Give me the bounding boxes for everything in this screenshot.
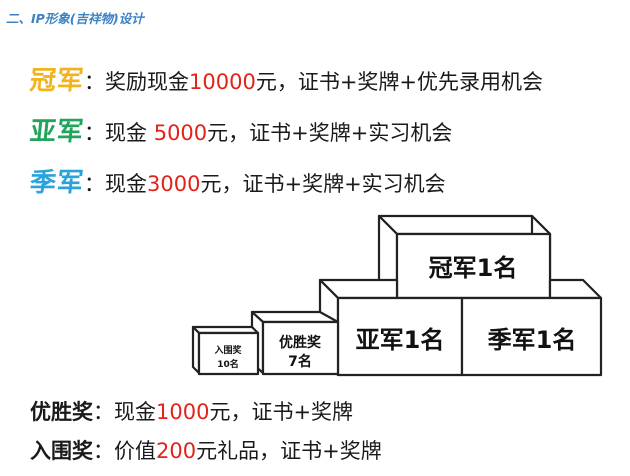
- prize-amount: 5000: [153, 121, 208, 145]
- prize-desc-before: 现金: [114, 400, 156, 424]
- prize-amount: 10000: [189, 70, 256, 94]
- prize-desc-after: 元，证书+奖牌+优先录用机会: [255, 70, 544, 94]
- podium-box-third: [460, 278, 603, 377]
- prize-desc-after: 元，证书+奖牌+实习机会: [200, 172, 446, 196]
- prize-desc-after: 元礼品，证书+奖牌: [196, 439, 382, 463]
- podium-label-finalist-count: 10名: [217, 358, 239, 370]
- podium-label-excellence: 优胜奖: [279, 334, 322, 351]
- colon: ：: [84, 70, 106, 94]
- prize-line-champion: 冠军：奖励现金10000元，证书+奖牌+优先录用机会: [28, 66, 544, 97]
- prize-line-third: 季军：现金3000元，证书+奖牌+实习机会: [28, 168, 446, 199]
- podium-box-finalist: [191, 325, 260, 376]
- prize-desc-after: 元，证书+奖牌: [209, 400, 354, 424]
- podium-label-excellence-count: 7名: [288, 353, 312, 370]
- colon: ：: [93, 400, 114, 424]
- podium-box-excellence: [250, 310, 340, 376]
- prize-amount: 3000: [147, 172, 201, 196]
- prize-desc-before: 价值: [114, 439, 156, 463]
- prize-line-excellence: 优胜奖：现金1000元，证书+奖牌: [30, 397, 353, 427]
- rank-finalist: 入围奖: [30, 439, 93, 463]
- section-title: 二、IP形象(吉祥物)设计: [6, 11, 144, 26]
- prize-amount: 200: [156, 439, 197, 463]
- prize-desc-after: 元，证书+奖牌+实习机会: [207, 121, 453, 145]
- podium-label-runner-up: 亚军1名: [356, 326, 445, 354]
- colon: ：: [84, 172, 106, 196]
- prize-desc-before: 现金: [105, 121, 154, 145]
- prize-desc-before: 奖励现金: [105, 70, 190, 94]
- podium-box-champion: [377, 214, 552, 300]
- podium-box-runner-up: [318, 278, 464, 377]
- podium-label-champion: 冠军1名: [429, 254, 518, 282]
- rank-excellence: 优胜奖: [30, 400, 93, 424]
- prize-line-finalist: 入围奖：价值200元礼品，证书+奖牌: [30, 436, 382, 466]
- colon: ：: [93, 439, 114, 463]
- podium-label-third: 季军1名: [488, 326, 577, 354]
- prize-amount: 1000: [156, 400, 210, 424]
- colon: ：: [84, 121, 106, 145]
- prize-line-runner-up: 亚军：现金 5000元，证书+奖牌+实习机会: [28, 117, 453, 148]
- podium-label-finalist: 入围奖: [213, 344, 242, 356]
- prize-desc-before: 现金: [105, 172, 148, 196]
